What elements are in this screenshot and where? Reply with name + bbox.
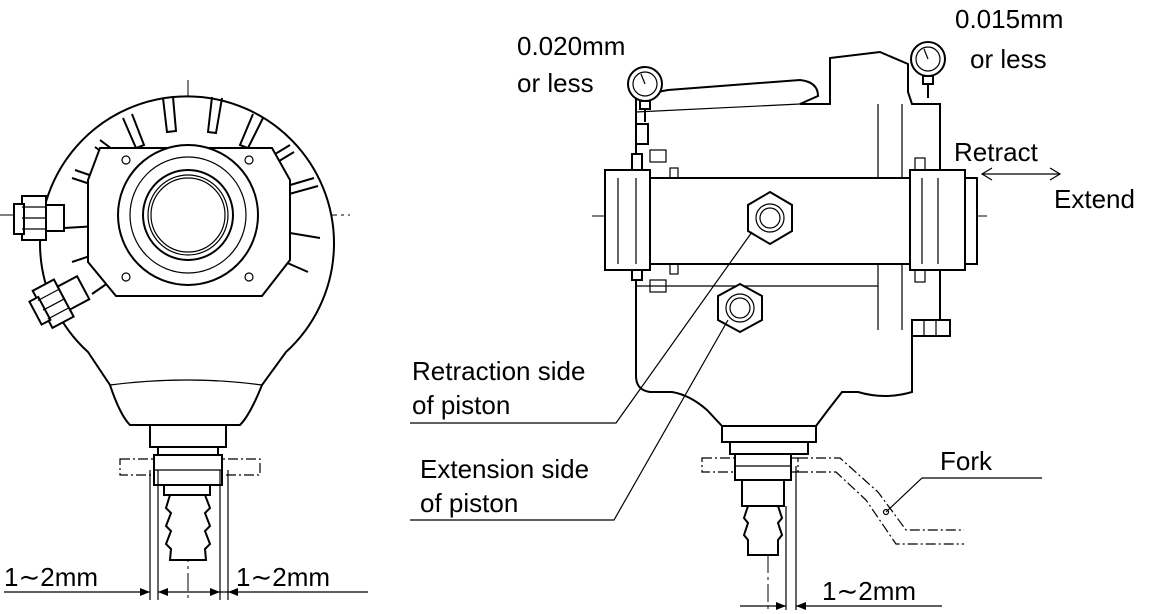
- extension-side-label-line2: of piston: [420, 488, 518, 518]
- gauge-right-value: 0.015mm: [955, 4, 1063, 34]
- clearance-left-label-b: 1∼2mm: [236, 562, 330, 592]
- gauge-left-note: or less: [517, 68, 594, 98]
- retract-label: Retract: [954, 137, 1039, 167]
- gauge-left-value: 0.020mm: [517, 31, 625, 61]
- extension-side-label-line1: Extension side: [420, 454, 589, 484]
- fork-label: Fork: [940, 446, 993, 476]
- retraction-side-label-line2: of piston: [412, 390, 510, 420]
- port-fitting-upper: [13, 195, 65, 241]
- gauge-right-note: or less: [970, 44, 1047, 74]
- retraction-side-label-line1: Retraction side: [412, 356, 585, 386]
- dial-gauge-right: [910, 41, 946, 98]
- extend-label: Extend: [1054, 184, 1135, 214]
- clearance-left-label-a: 1∼2mm: [4, 562, 98, 592]
- front-view: 1∼2mm 1∼2mm: [0, 80, 368, 600]
- clearance-right-label: 1∼2mm: [822, 576, 916, 606]
- side-view: 1∼2mm: [410, 41, 1062, 612]
- port-fitting-lower: [28, 274, 91, 330]
- dial-gauge-left: [627, 66, 663, 122]
